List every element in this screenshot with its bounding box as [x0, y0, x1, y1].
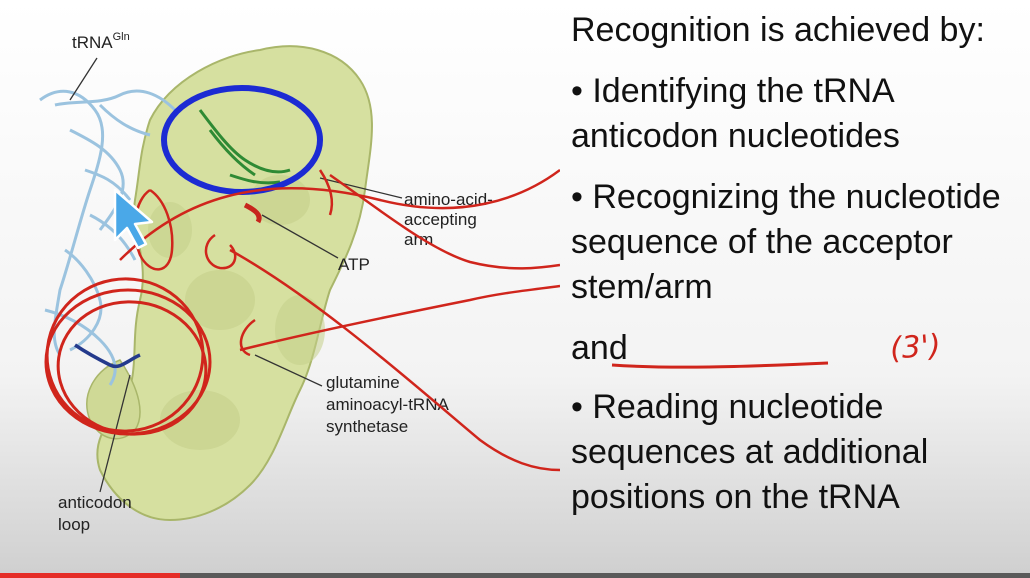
synthetase-label-3: synthetase [326, 417, 408, 436]
red-connector-strokes [119, 168, 560, 472]
anticodon-label-2: loop [58, 515, 90, 534]
slide-heading: Recognition is achieved by: [571, 11, 985, 49]
anticodon-strand [74, 343, 141, 368]
anticodon-label-1: anticodon [58, 493, 132, 512]
bullet-acceptor-stem: • Recognizing the nucleotide sequence of… [571, 178, 1001, 306]
amino-acid-arm-label-1: amino-acid- [404, 190, 493, 209]
amino-acid-arm-label-3: arm [404, 230, 433, 249]
trna-label: tRNAGln [72, 31, 130, 52]
synthetase-label-2: aminoacyl-tRNA [326, 395, 449, 414]
trna-backbone [39, 89, 177, 386]
bullet-anticodon: • Identifying the tRNA anticodon nucleot… [571, 72, 900, 155]
bullet-additional-positions: • Reading nucleotide sequences at additi… [571, 388, 929, 516]
arrow-cursor-icon [113, 188, 154, 250]
connector-and: and [571, 329, 628, 367]
acceptor-arm-strands [198, 109, 291, 185]
video-progress-bar[interactable] [0, 573, 1030, 578]
amino-acid-arm-label-2: accepting [404, 210, 477, 229]
synthetase-protein-surface [86, 45, 373, 522]
atp-label: ATP [338, 255, 370, 274]
three-prime-annotation: (3') [888, 328, 942, 367]
acceptor-underline-annotation [611, 361, 829, 369]
trna-synthetase-figure: tRNAGln amino-acid- accepting arm ATP gl… [39, 31, 560, 534]
synthetase-label-1: glutamine [326, 373, 400, 392]
video-progress-played [0, 573, 181, 578]
atp-molecule [243, 202, 262, 224]
slide-text-panel: Recognition is achieved by: • Identifyin… [571, 8, 1023, 536]
anticodon-highlight-loops [44, 277, 212, 436]
